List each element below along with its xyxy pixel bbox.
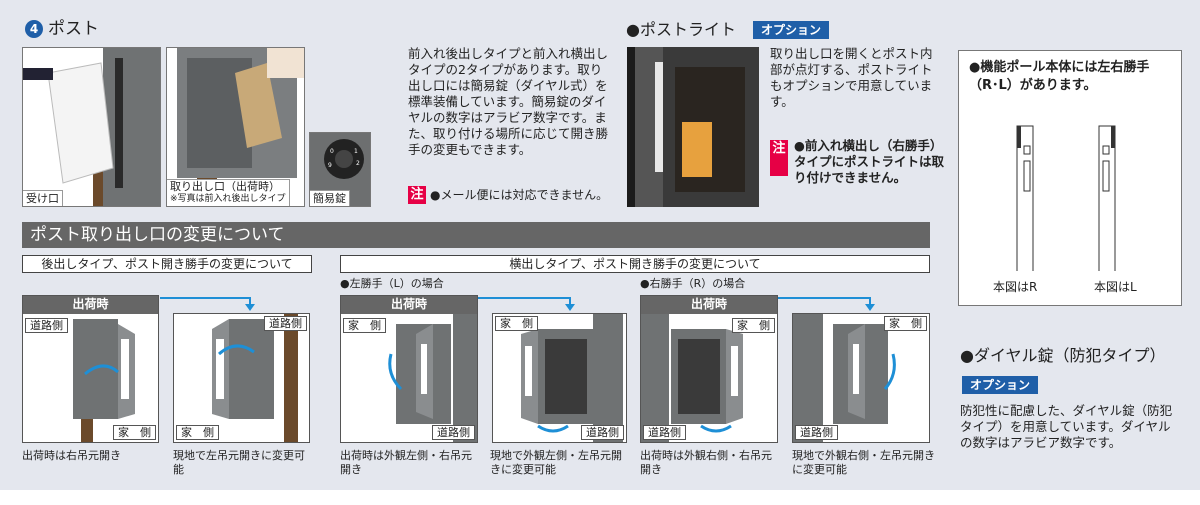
right-shipping-illustration [641,314,743,442]
side-type-title: 横出しタイプ、ポスト開き勝手の変更について [340,255,930,273]
right-changed-diagram: 家 側 道路側 [792,313,930,443]
post-light-note-label: 注 [770,140,788,176]
svg-text:1: 1 [354,148,358,155]
rear-changed-diagram: 道路側 家 側 [173,313,310,443]
shipping-header: 出荷時 [23,296,158,314]
section-number-badge: 4 [25,20,43,38]
post-light-option-badge: オプション [753,21,830,39]
pole-outline-illustration [1016,125,1116,271]
mail-slot-caption: 受け口 [23,190,63,206]
house-side-label: 家 側 [732,318,775,333]
mail-slot-photo: 受け口 [22,47,161,207]
caption-left-shipping: 出荷時は外観左側・右吊元開き [340,449,472,476]
post-note: ●メール便には対応できません。 [430,188,609,202]
road-side-label: 道路側 [264,316,307,331]
svg-text:9: 9 [328,162,332,169]
caption-right-changed: 現地で外観右側・左吊元開きに変更可能 [792,449,935,476]
rear-shipping-illustration [73,319,135,442]
caption-rear-changed: 現地で左吊元開きに変更可能 [173,449,305,476]
rear-changed-illustration [212,314,298,442]
right-case-label: ●右勝手（R）の場合 [640,277,746,290]
post-light-illustration [635,47,759,207]
road-side-label: 道路側 [795,425,838,440]
post-title: ポスト [48,19,99,39]
pole-label-r: 本図はR [993,280,1038,294]
pole-diagram-box: ●機能ポール本体には左右勝手（R･L）があります。 本図はR 本図はL [958,50,1182,306]
svg-text:2: 2 [356,160,360,167]
right-changed-illustration [793,314,896,442]
dial-lock-option-badge: オプション [962,376,1039,394]
dial-lock-description: 防犯性に配慮した、ダイヤル錠（防犯タイプ）を用意しています。ダイヤルの数字はアラ… [960,403,1173,450]
post-light-photo [627,47,759,207]
house-side-label: 家 側 [884,316,927,331]
take-out-photo: 取り出し口（出荷時） ※写真は前入れ後出しタイプ [166,47,305,207]
road-side-label: 道路側 [432,425,475,440]
caption-rear-shipping: 出荷時は右吊元開き [22,449,121,462]
left-shipping-diagram: 出荷時 家 側 道路側 [340,295,478,443]
right-shipping-diagram: 出荷時 家 側 道路側 [640,295,778,443]
left-changed-diagram: 家 側 道路側 [492,313,627,443]
take-out-caption: 取り出し口（出荷時） ※写真は前入れ後出しタイプ [167,179,290,206]
post-light-description: 取り出し口を開くとポスト内部が点灯する、ポストライトもオプションで用意しています… [770,46,933,109]
pole-label-l: 本図はL [1094,280,1137,294]
simple-lock-photo: 0 1 2 9 簡易錠 [309,132,371,207]
post-note-label: 注 [408,186,426,204]
shipping-header: 出荷時 [641,296,777,314]
mail-slot-illustration [23,48,160,206]
simple-lock-caption: 簡易錠 [310,190,350,206]
road-side-label: 道路側 [25,318,68,333]
post-description: 前入れ後出しタイプと前入れ横出しタイプの2タイプがあります。取り出し口には簡易錠… [408,46,609,157]
left-shipping-illustration [388,314,477,442]
take-out-caption-sub: ※写真は前入れ後出しタイプ [170,194,286,204]
house-side-label: 家 側 [343,318,386,333]
post-light-title: ●ポストライト [626,20,736,39]
left-changed-illustration [521,314,623,442]
caption-right-shipping: 出荷時は外観右側・右吊元開き [640,449,772,476]
caption-left-changed: 現地で外観左側・左吊元開きに変更可能 [490,449,622,476]
road-side-label: 道路側 [643,425,686,440]
shipping-header: 出荷時 [341,296,477,314]
rear-type-title: 後出しタイプ、ポスト開き勝手の変更について [22,255,312,273]
take-out-caption-main: 取り出し口（出荷時） [170,180,280,193]
house-side-label: 家 側 [176,425,219,440]
left-case-label: ●左勝手（L）の場合 [340,277,444,290]
dial-lock-title: ●ダイヤル錠（防犯タイプ） [960,346,1166,365]
house-side-label: 家 側 [495,316,538,331]
rear-shipping-diagram: 出荷時 道路側 家 側 [22,295,159,443]
svg-text:0: 0 [330,148,334,155]
house-side-label: 家 側 [113,425,156,440]
pole-title: ●機能ポール本体には左右勝手（R･L）があります。 [969,60,1150,93]
change-section-title: ポスト取り出し口の変更について [22,222,930,248]
take-out-illustration [177,48,304,206]
transition-arrows [160,297,875,311]
road-side-label: 道路側 [581,425,624,440]
post-light-note: ●前入れ横出し（右勝手）タイプにポストライトは取り付けできません。 [794,138,945,185]
